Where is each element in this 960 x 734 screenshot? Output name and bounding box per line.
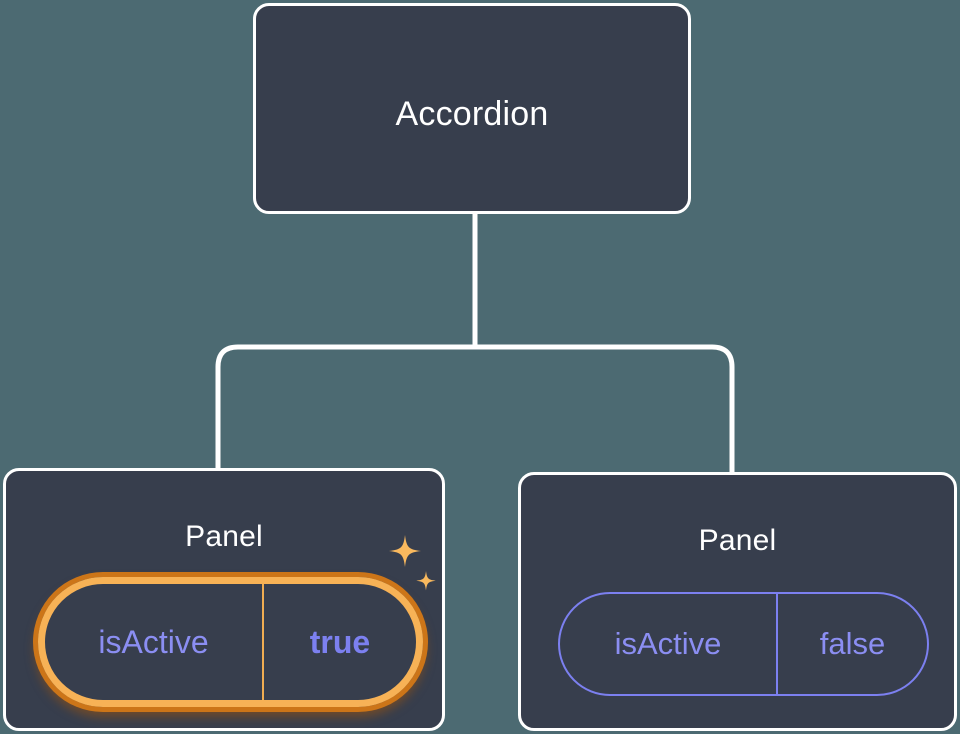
prop-key: isActive bbox=[614, 626, 722, 661]
node-accordion-title: Accordion bbox=[395, 95, 549, 133]
prop-value: true bbox=[262, 584, 416, 700]
prop-pill-isactive-true[interactable]: isActive true bbox=[38, 577, 423, 707]
prop-value: false bbox=[776, 594, 927, 694]
node-panel-active[interactable]: Panel isActive true bbox=[3, 468, 445, 731]
node-accordion[interactable]: Accordion bbox=[253, 3, 691, 214]
node-panel-active-title: Panel bbox=[185, 520, 263, 553]
connector-branch-bar bbox=[215, 344, 735, 474]
node-panel-inactive[interactable]: Panel isActive false bbox=[518, 472, 957, 731]
prop-pill-isactive-false[interactable]: isActive false bbox=[558, 592, 929, 696]
node-panel-inactive-title: Panel bbox=[698, 524, 777, 557]
prop-key: isActive bbox=[98, 623, 209, 660]
